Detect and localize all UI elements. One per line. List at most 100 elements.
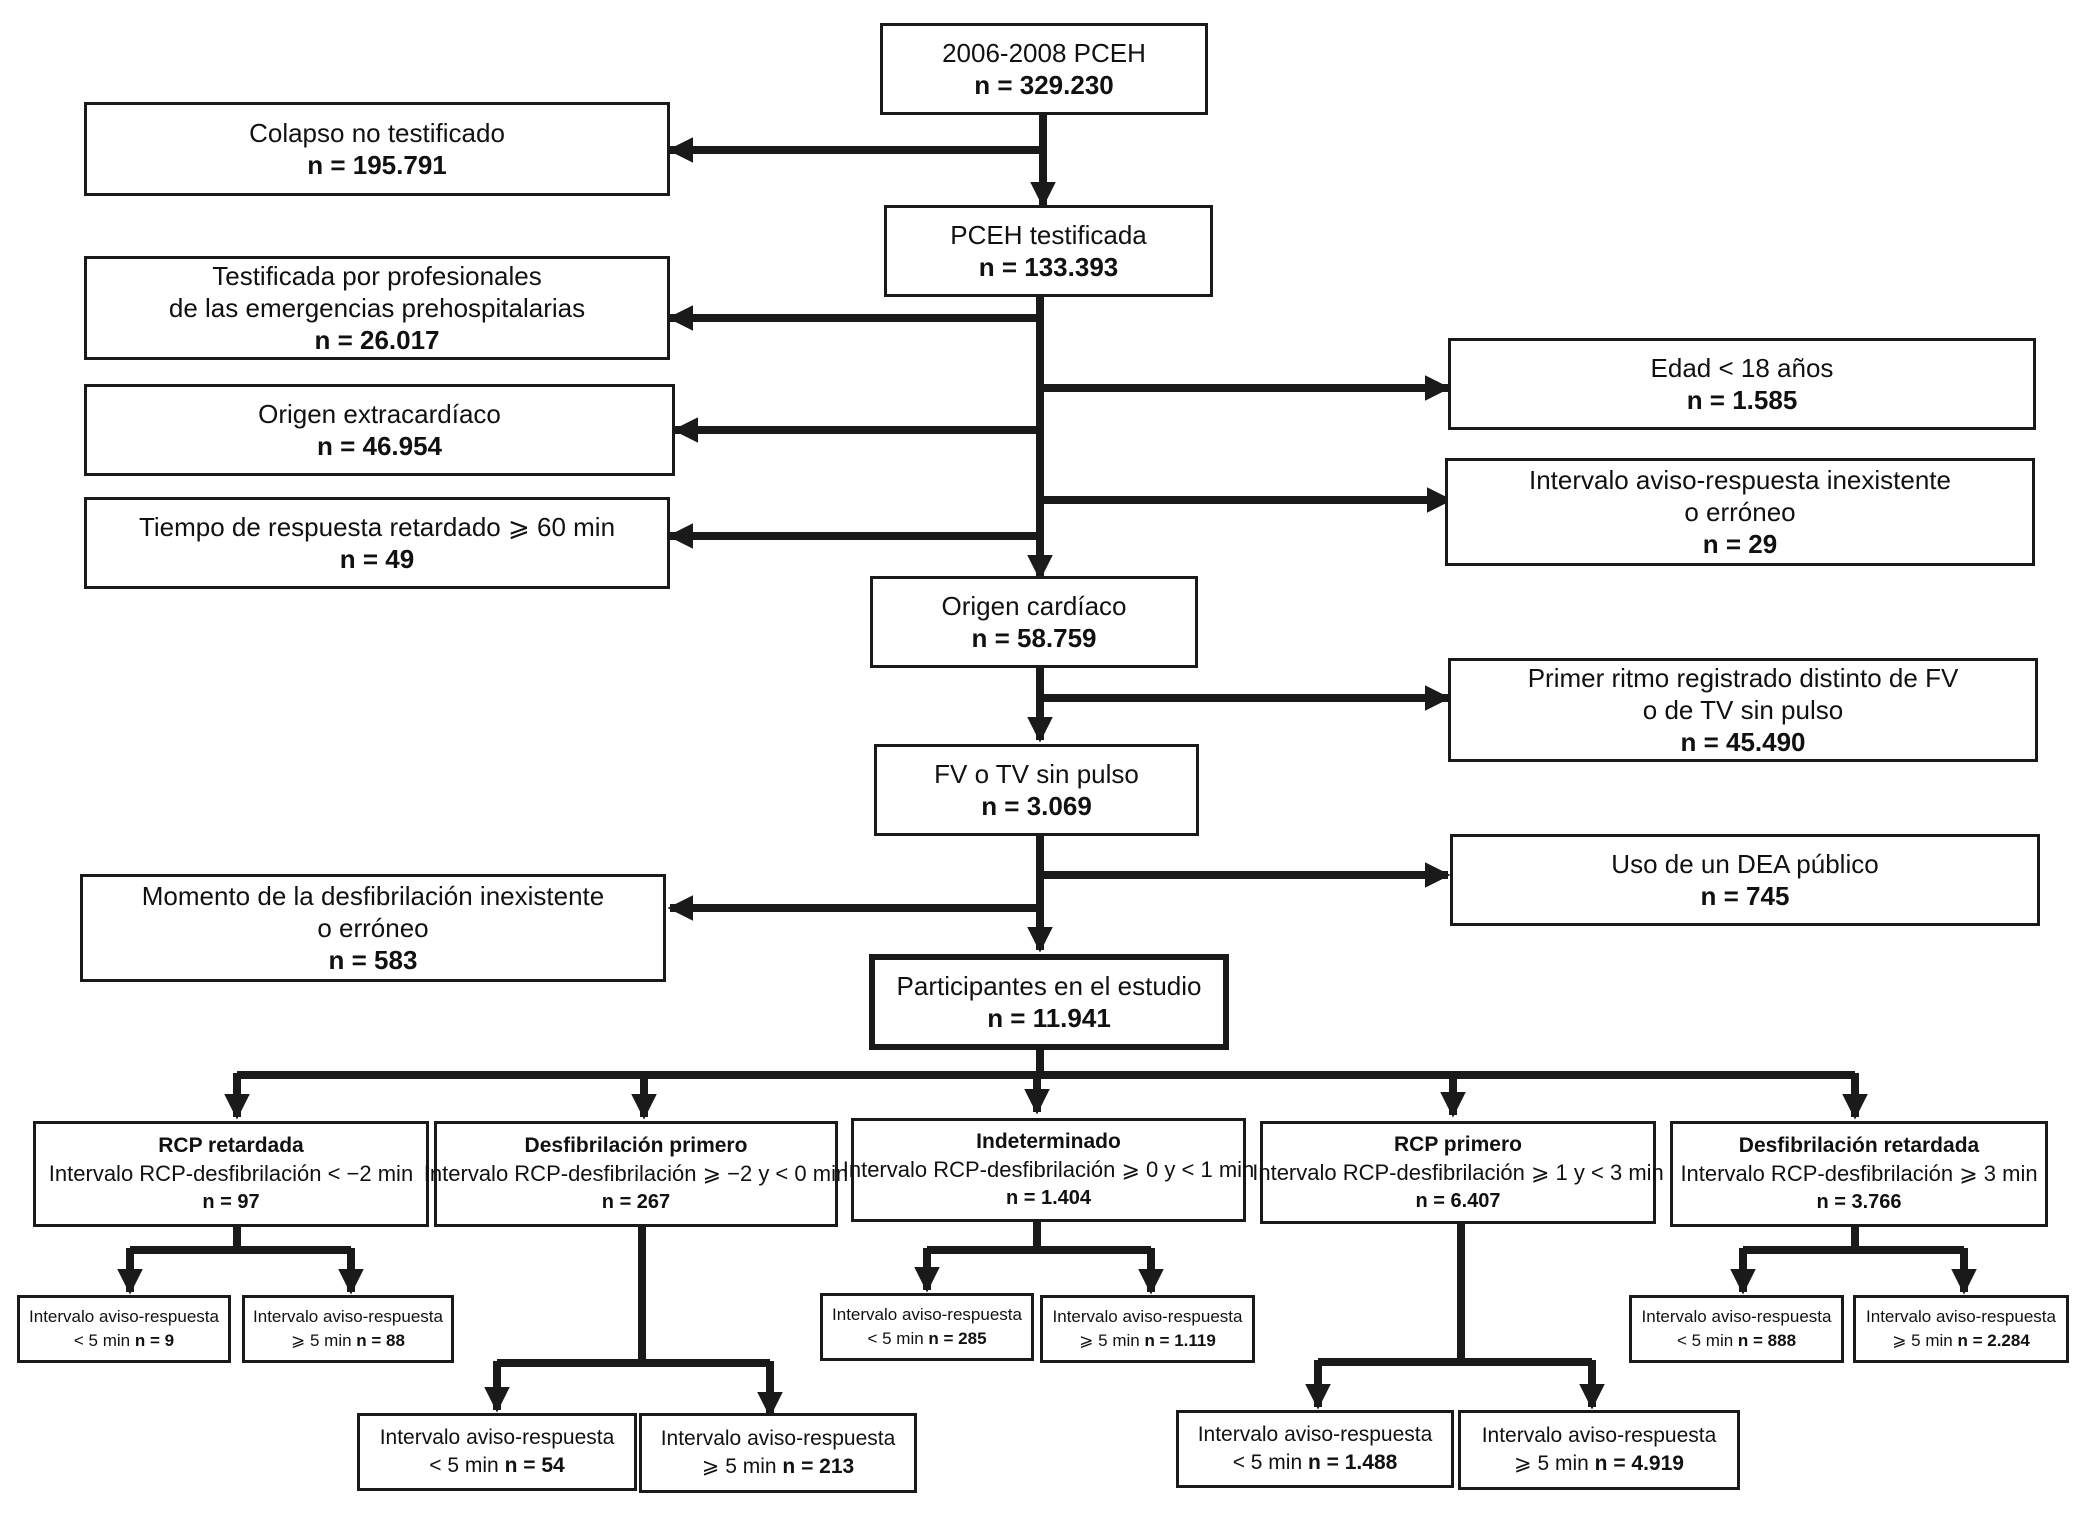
group-2-title: Desfibrilación primero [524,1134,748,1157]
distribution-bar [237,1050,1855,1079]
box-g2-ge5: Intervalo aviso-respuesta ⩾ 5 min n = 21… [639,1413,917,1493]
cardiac-label: Origen cardíaco [941,591,1127,621]
g5-lt5-label: Intervalo aviso-respuesta [1641,1307,1832,1326]
cardiac-n: n = 58.759 [971,623,1097,653]
witnessed-label: PCEH testificada [950,220,1147,250]
g4-lt5-label: Intervalo aviso-respuesta [1197,1423,1433,1446]
g1-lt5-value: < 5 min n = 9 [73,1331,175,1350]
ems-witnessed-n: n = 26.017 [314,325,440,355]
box-vf: FV o TV sin pulso n = 3.069 [874,744,1199,836]
g4-ge5-label: Intervalo aviso-respuesta [1481,1424,1717,1447]
g3-ge5-value: ⩾ 5 min n = 1.119 [1079,1331,1216,1350]
vf-n: n = 3.069 [981,791,1092,821]
box-defib-missing: Momento de la desfibrilación inexistente… [80,874,666,982]
g5-ge5-label: Intervalo aviso-respuesta [1866,1307,2056,1326]
g2-lt5-label: Intervalo aviso-respuesta [379,1426,615,1449]
box-ems-witnessed: Testificada por profesionales de las eme… [84,256,670,360]
g4-lt5-value: < 5 min n = 1.488 [1232,1451,1398,1474]
group-4-title: RCP primero [1394,1132,1522,1156]
interval-missing-n: n = 29 [1702,529,1778,559]
aed-n: n = 745 [1700,881,1790,911]
box-g4-ge5: Intervalo aviso-respuesta ⩾ 5 min n = 4.… [1458,1410,1740,1490]
vf-label: FV o TV sin pulso [934,759,1139,789]
box-cardiac: Origen cardíaco n = 58.759 [870,576,1198,668]
group-4-interval: Intervalo RCP-desfibrilación ⩾ 1 y < 3 m… [1252,1159,1664,1185]
non-vf-line1: Primer ritmo registrado distinto de FV [1527,663,1959,693]
split-group-4 [1318,1224,1592,1366]
box-age: Edad < 18 años n = 1.585 [1448,338,2036,430]
group-2-interval: Intervalo RCP-desfibrilación ⩾ −2 y < 0 … [423,1161,849,1186]
g5-ge5-value: ⩾ 5 min n = 2.284 [1892,1331,2030,1350]
g2-ge5-label: Intervalo aviso-respuesta [660,1427,896,1450]
interval-missing-line2: o erróneo [1684,497,1796,527]
box-g1-lt5: Intervalo aviso-respuesta < 5 min n = 9 [17,1295,231,1363]
split-group-5 [1743,1227,1964,1254]
g2-lt5-value: < 5 min n = 54 [429,1454,565,1477]
group-1-title: RCP retardada [158,1134,304,1157]
box-aed: Uso de un DEA público n = 745 [1450,834,2040,926]
box-group-2: Desfibrilación primero Intervalo RCP-des… [424,1121,848,1227]
start-label: 2006-2008 PCEH [942,38,1146,68]
defib-missing-line1: Momento de la desfibrilación inexistente [141,881,605,911]
non-vf-n: n = 45.490 [1680,727,1806,757]
unwitnessed-label: Colapso no testificado [249,118,505,148]
box-group-3: Indeterminado Intervalo RCP-desfibrilaci… [843,1118,1254,1222]
g1-ge5-label: Intervalo aviso-respuesta [253,1307,443,1326]
box-participants: Participantes en el estudio n = 11.941 [869,954,1229,1050]
delayed-response-n: n = 49 [339,544,415,574]
group-3-title: Indeterminado [976,1130,1121,1153]
start-n: n = 329.230 [974,70,1114,100]
group-5-title: Desfibrilación retardada [1738,1134,1980,1157]
box-non-vf: Primer ritmo registrado distinto de FV o… [1448,658,2038,762]
box-group-4: RCP primero Intervalo RCP-desfibrilación… [1252,1121,1664,1224]
split-group-3 [927,1222,1151,1254]
g5-lt5-value: < 5 min n = 888 [1676,1331,1797,1350]
g4-ge5-value: ⩾ 5 min n = 4.919 [1514,1452,1684,1475]
group-3-n: n = 1.404 [1005,1187,1092,1209]
aed-label: Uso de un DEA público [1611,849,1879,879]
defib-missing-n: n = 583 [328,945,418,975]
box-g4-lt5: Intervalo aviso-respuesta < 5 min n = 1.… [1176,1410,1454,1488]
g2-ge5-value: ⩾ 5 min n = 213 [701,1455,855,1478]
g1-lt5-label: Intervalo aviso-respuesta [29,1307,219,1326]
group-1-n: n = 97 [202,1191,260,1213]
g1-ge5-value: ⩾ 5 min n = 88 [291,1331,405,1350]
box-g3-ge5: Intervalo aviso-respuesta ⩾ 5 min n = 1.… [1040,1295,1255,1363]
extracardiac-label: Origen extracardíaco [258,399,501,429]
g3-ge5-label: Intervalo aviso-respuesta [1052,1307,1243,1326]
participants-label: Participantes en el estudio [896,971,1202,1001]
group-4-n: n = 6.407 [1415,1189,1501,1212]
delayed-response-label: Tiempo de respuesta retardado ⩾ 60 min [138,512,616,542]
ems-witnessed-line1: Testificada por profesionales [212,261,542,291]
box-group-1: RCP retardada Intervalo RCP-desfibrilaci… [33,1121,429,1227]
box-start: 2006-2008 PCEH n = 329.230 [880,23,1208,115]
defib-missing-line2: o erróneo [317,913,429,943]
g3-lt5-value: < 5 min n = 285 [867,1329,987,1348]
box-interval-missing: Intervalo aviso-respuesta inexistente o … [1445,458,2035,566]
box-unwitnessed: Colapso no testificado n = 195.791 [84,102,670,196]
box-g2-lt5: Intervalo aviso-respuesta < 5 min n = 54 [357,1413,637,1491]
group-5-n: n = 3.766 [1816,1191,1902,1213]
age-label: Edad < 18 años [1650,353,1834,383]
split-group-1 [130,1227,351,1254]
age-n: n = 1.585 [1686,385,1798,415]
box-witnessed: PCEH testificada n = 133.393 [884,205,1213,297]
non-vf-line2: o de TV sin pulso [1642,695,1844,725]
interval-missing-line1: Intervalo aviso-respuesta inexistente [1528,465,1951,495]
box-g5-ge5: Intervalo aviso-respuesta ⩾ 5 min n = 2.… [1853,1295,2069,1363]
group-1-interval: Intervalo RCP-desfibrilación < −2 min [48,1161,414,1186]
box-delayed-response: Tiempo de respuesta retardado ⩾ 60 min n… [84,497,670,589]
box-g5-lt5: Intervalo aviso-respuesta < 5 min n = 88… [1629,1295,1844,1363]
group-3-interval: Intervalo RCP-desfibrilación ⩾ 0 y < 1 m… [842,1157,1255,1182]
unwitnessed-n: n = 195.791 [307,150,447,180]
group-2-n: n = 267 [601,1191,671,1213]
g3-lt5-label: Intervalo aviso-respuesta [832,1305,1022,1324]
box-g3-lt5: Intervalo aviso-respuesta < 5 min n = 28… [820,1293,1034,1361]
group-5-interval: Intervalo RCP-desfibrilación ⩾ 3 min [1680,1161,2038,1186]
extracardiac-n: n = 46.954 [316,431,443,461]
box-group-5: Desfibrilación retardada Intervalo RCP-d… [1670,1121,2048,1227]
box-g1-ge5: Intervalo aviso-respuesta ⩾ 5 min n = 88 [242,1295,454,1363]
ems-witnessed-line2: de las emergencias prehospitalarias [168,293,586,323]
witnessed-n: n = 133.393 [978,252,1119,282]
